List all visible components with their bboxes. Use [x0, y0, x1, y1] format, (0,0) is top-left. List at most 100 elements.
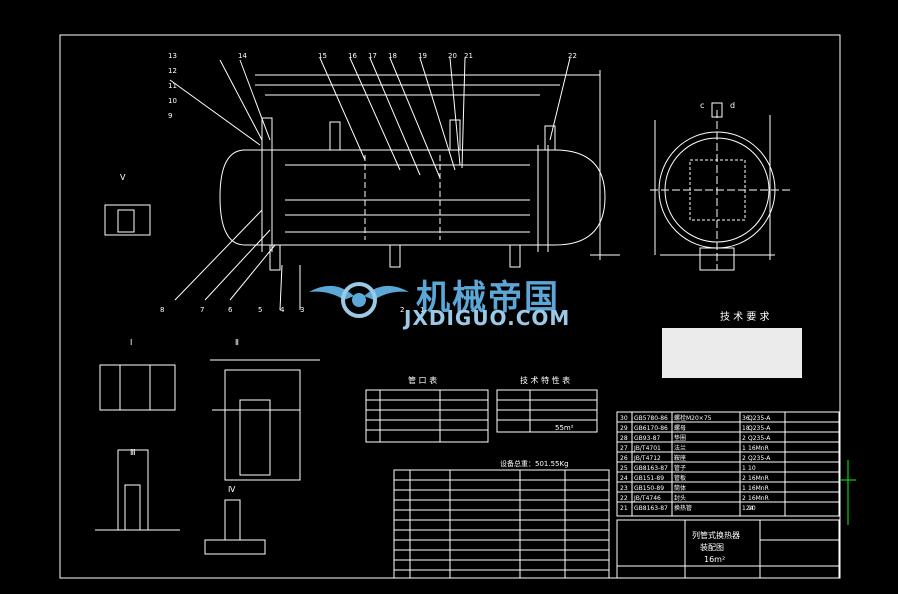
callout-number: 16: [348, 52, 357, 60]
callout-number: 22: [568, 52, 577, 60]
part-no: 24: [620, 475, 628, 482]
part-name: 垫圈: [674, 434, 686, 442]
parts-list-lower: [393, 469, 610, 579]
callout-number: 15: [318, 52, 327, 60]
part-material: Q235-A: [748, 425, 771, 432]
part-no: 27: [620, 445, 628, 452]
part-no: 28: [620, 435, 628, 442]
part-material: 16MnR: [748, 495, 769, 502]
part-material: 16MnR: [748, 475, 769, 482]
main-vessel-view: [169, 57, 620, 311]
part-no: 26: [620, 455, 628, 462]
part-qty: 2: [742, 495, 746, 502]
part-name: 鞍座: [674, 454, 686, 462]
callout-number: 14: [238, 52, 247, 60]
part-qty: 2: [742, 475, 746, 482]
callout-number: 19: [418, 52, 427, 60]
callout-number: 11: [168, 82, 177, 90]
part-code: JB/T4746: [633, 495, 661, 502]
part-material: 10: [748, 465, 756, 472]
part-material: 10: [748, 505, 756, 512]
callout-number: 10: [168, 97, 177, 105]
part-name: 螺栓M20×75: [674, 414, 712, 422]
callout-number: 2: [400, 306, 404, 314]
detail-III: [95, 449, 180, 531]
part-material: Q235-A: [748, 435, 771, 442]
watermark: 机械帝国 JXDIGUO.COM: [304, 270, 604, 332]
part-material: Q235-A: [748, 455, 771, 462]
watermark-emblem-icon: [309, 282, 409, 318]
title-line1: 列管式换热器: [692, 530, 740, 540]
part-no: 25: [620, 465, 628, 472]
section-label: Ⅰ: [130, 338, 132, 347]
part-name: 管板: [674, 474, 686, 482]
callout-number: 18: [388, 52, 397, 60]
detail-V: [104, 204, 151, 236]
part-code: GB93-87: [634, 435, 660, 442]
section-label: Ⅱ: [235, 338, 239, 347]
part-name: 封头: [674, 494, 686, 502]
tech-char-title: 技 术 特 性 表: [520, 375, 570, 385]
text-labels: 技 术 要 求 管 口 表 技 术 特 性 表 设备总重：501.55Kg 55…: [408, 310, 770, 564]
part-no: 21: [620, 505, 628, 512]
part-code: GB8163-87: [634, 465, 668, 472]
callout-number: 20: [448, 52, 457, 60]
watermark-cn: 机械帝国: [416, 278, 560, 318]
title-block: [616, 519, 840, 579]
part-name: 螺母: [674, 424, 686, 432]
part-code: GB5780-86: [634, 415, 668, 422]
part-qty: 18: [742, 425, 750, 432]
weight-note: 设备总重：501.55Kg: [500, 459, 569, 468]
part-code: GB151-89: [634, 475, 664, 482]
part-code: GB6170-86: [634, 425, 668, 432]
callout-number: 6: [228, 306, 233, 314]
title-line3: 16m²: [704, 555, 725, 564]
part-name: 换热管: [674, 504, 692, 512]
part-material: 16MnR: [748, 445, 769, 452]
detail-IV: [204, 499, 266, 555]
part-material: 16MnR: [748, 485, 769, 492]
part-name: 筒体: [674, 484, 686, 492]
part-code: GB150-89: [634, 485, 664, 492]
section-label: c: [700, 101, 704, 110]
part-qty: 2: [742, 455, 746, 462]
part-no: 22: [620, 495, 628, 502]
callout-number: 21: [464, 52, 473, 60]
tech-requirements-block: [662, 328, 802, 378]
part-qty: 1: [742, 445, 746, 452]
green-dimension: [840, 460, 856, 525]
section-label: Ⅳ: [228, 485, 236, 494]
part-qty: 1: [742, 465, 746, 472]
tech-char-table: [496, 389, 598, 433]
callout-number: 4: [280, 306, 285, 314]
detail-I: [99, 364, 176, 411]
parts-list-right: [616, 411, 840, 517]
callout-number: 17: [368, 52, 377, 60]
part-code: JB/T4712: [633, 455, 661, 462]
watermark-en: JXDIGUO.COM: [404, 306, 571, 330]
part-no: 30: [620, 415, 628, 422]
callout-number: 9: [168, 112, 172, 120]
section-label: Ⅴ: [120, 173, 126, 182]
section-label: Ⅲ: [130, 448, 136, 457]
part-code: GB8163-87: [634, 505, 668, 512]
nozzle-table: [365, 389, 489, 443]
area-note: 55m²: [555, 424, 574, 432]
part-no: 23: [620, 485, 628, 492]
end-view: [650, 102, 790, 271]
part-material: Q235-A: [748, 415, 771, 422]
callout-number: 7: [200, 306, 204, 314]
detail-II: [210, 359, 320, 481]
nozzle-table-title: 管 口 表: [408, 375, 437, 385]
callout-number: 8: [160, 306, 164, 314]
part-qty: 2: [742, 435, 746, 442]
part-code: JB/T4701: [633, 445, 661, 452]
callout-number: 5: [258, 306, 262, 314]
callout-number: 13: [168, 52, 177, 60]
callout-number: 3: [300, 306, 304, 314]
part-qty: 124: [742, 505, 754, 512]
